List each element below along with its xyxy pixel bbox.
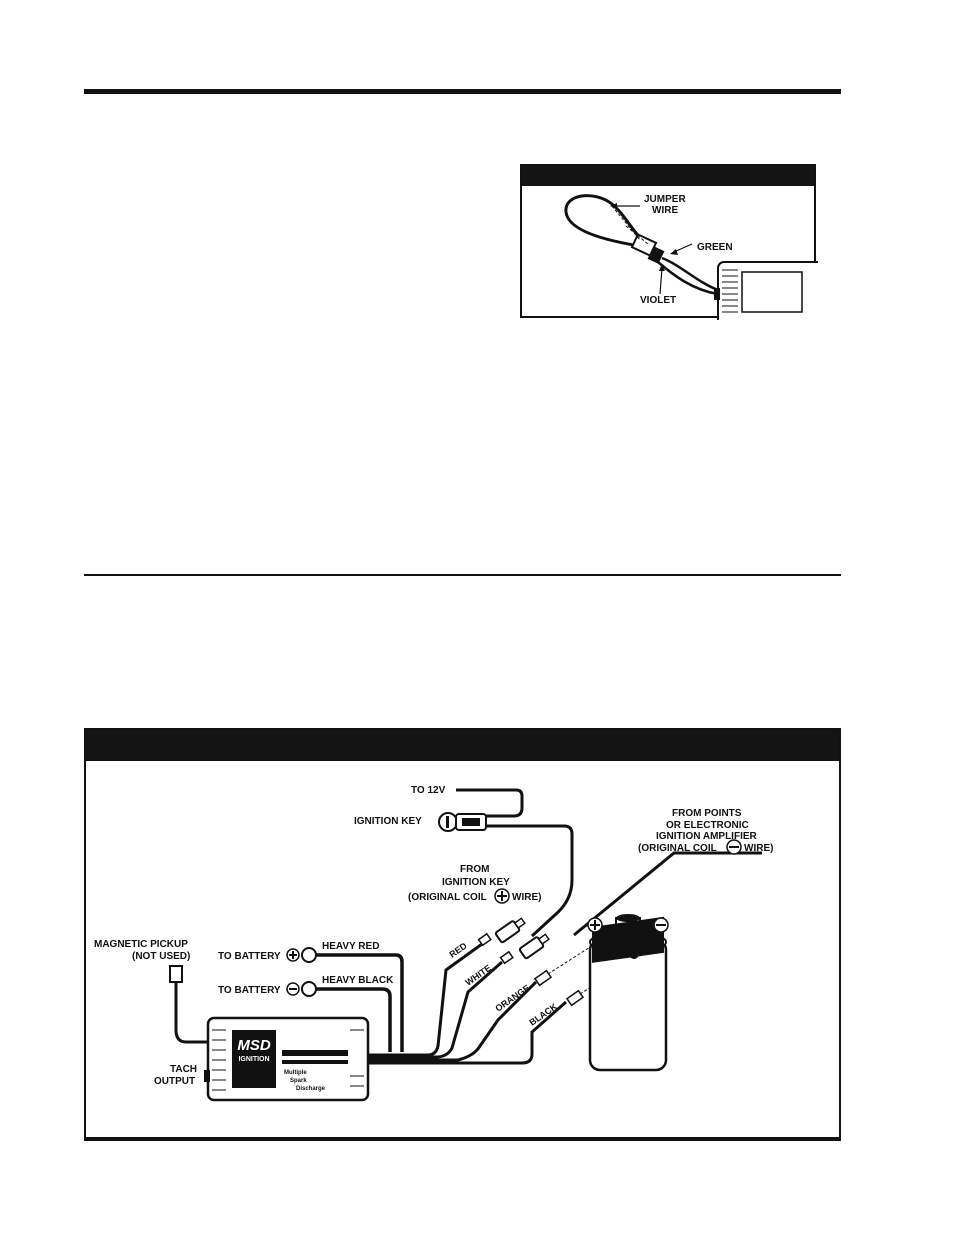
label-from-points-4b: WIRE): [744, 843, 773, 854]
violet-wire: [657, 261, 719, 296]
wire-from-key: [486, 824, 574, 938]
jumper-wire-figure: JUMPER WIRE GREEN VIOLET: [520, 164, 818, 320]
label-from-ign-2: IGNITION KEY: [442, 877, 510, 888]
label-from-ign-1: FROM: [460, 864, 489, 875]
box-logo-msd: MSD: [237, 1037, 271, 1054]
minus-icon: [653, 917, 669, 933]
label-magnetic-2: (NOT USED): [132, 951, 190, 962]
plus-icon: [494, 888, 510, 904]
connector-plug: [647, 246, 665, 264]
label-battery-pos: TO BATTERY: [218, 951, 281, 962]
coil-model: BLASTER: [600, 1006, 652, 1018]
minus-icon: [726, 839, 742, 855]
label-orange: ORANGE: [493, 983, 531, 1014]
minus-icon: [286, 982, 300, 996]
msd-blaster-coil: MSD BLASTER 2: [588, 914, 668, 1072]
label-magnetic-1: MAGNETIC PICKUP: [94, 939, 188, 950]
magnetic-pickup-wire: [174, 980, 208, 1044]
label-heavy-red: HEAVY RED: [322, 941, 379, 952]
box-desc-3: Discharge: [296, 1086, 326, 1092]
msd-ignition-box: MSD IGNITION Multiple Spark Discharge: [204, 1016, 370, 1102]
red-connector-female: [494, 917, 526, 944]
label-tach-1: TACH: [170, 1064, 197, 1075]
coil-brand: MSD: [616, 994, 637, 1004]
label-from-points-1: FROM POINTS: [672, 808, 742, 819]
label-heavy-black: HEAVY BLACK: [322, 975, 394, 986]
box-desc-2: Spark: [290, 1078, 307, 1084]
label-to-12v: TO 12V: [411, 785, 446, 796]
heavy-red-wire: [316, 953, 404, 1052]
figure-header-bar: [86, 730, 839, 761]
label-jumper-1: JUMPER: [644, 194, 686, 205]
box-logo-ignition: IGNITION: [238, 1056, 269, 1063]
coil-number: 2: [618, 1017, 627, 1034]
label-from-ign-3a: (ORIGINAL COIL: [408, 892, 487, 903]
green-wire: [661, 256, 719, 292]
label-jumper-2: WIRE: [652, 205, 678, 216]
jumper-wire-loop: [564, 194, 642, 248]
label-green: GREEN: [697, 242, 733, 253]
white-connector-female: [518, 933, 550, 960]
figure-header-bar: [522, 166, 814, 186]
heavy-black-wire: [316, 987, 392, 1052]
wiring-diagram-figure: MSD IGNITION Multiple Spark Discharge MS…: [84, 728, 841, 1139]
red-wire: [366, 942, 483, 1057]
label-from-points-2: OR ELECTRONIC: [666, 820, 749, 831]
ignition-module-corner: [714, 261, 818, 320]
top-rule: [84, 89, 841, 94]
ignition-key-icon: [438, 812, 487, 832]
bottom-rule: [84, 1139, 841, 1141]
orange-wire: [366, 980, 538, 1062]
box-desc-1: Multiple: [284, 1070, 307, 1076]
plus-icon: [587, 917, 603, 933]
label-from-ign-3b: WIRE): [512, 892, 541, 903]
plus-icon: [286, 948, 300, 962]
white-wire: [366, 960, 503, 1059]
black-wire: [366, 1000, 567, 1065]
section-rule: [84, 574, 841, 576]
label-ignition-key: IGNITION KEY: [354, 816, 422, 827]
label-battery-neg: TO BATTERY: [218, 985, 281, 996]
label-tach-2: OUTPUT: [154, 1076, 195, 1087]
label-from-points-4a: (ORIGINAL COIL: [638, 843, 717, 854]
label-from-points-3: IGNITION AMPLIFIER: [656, 831, 758, 842]
label-violet: VIOLET: [640, 295, 676, 306]
wire-to-12v: [456, 788, 524, 818]
magnetic-pickup-connector: [169, 965, 183, 983]
